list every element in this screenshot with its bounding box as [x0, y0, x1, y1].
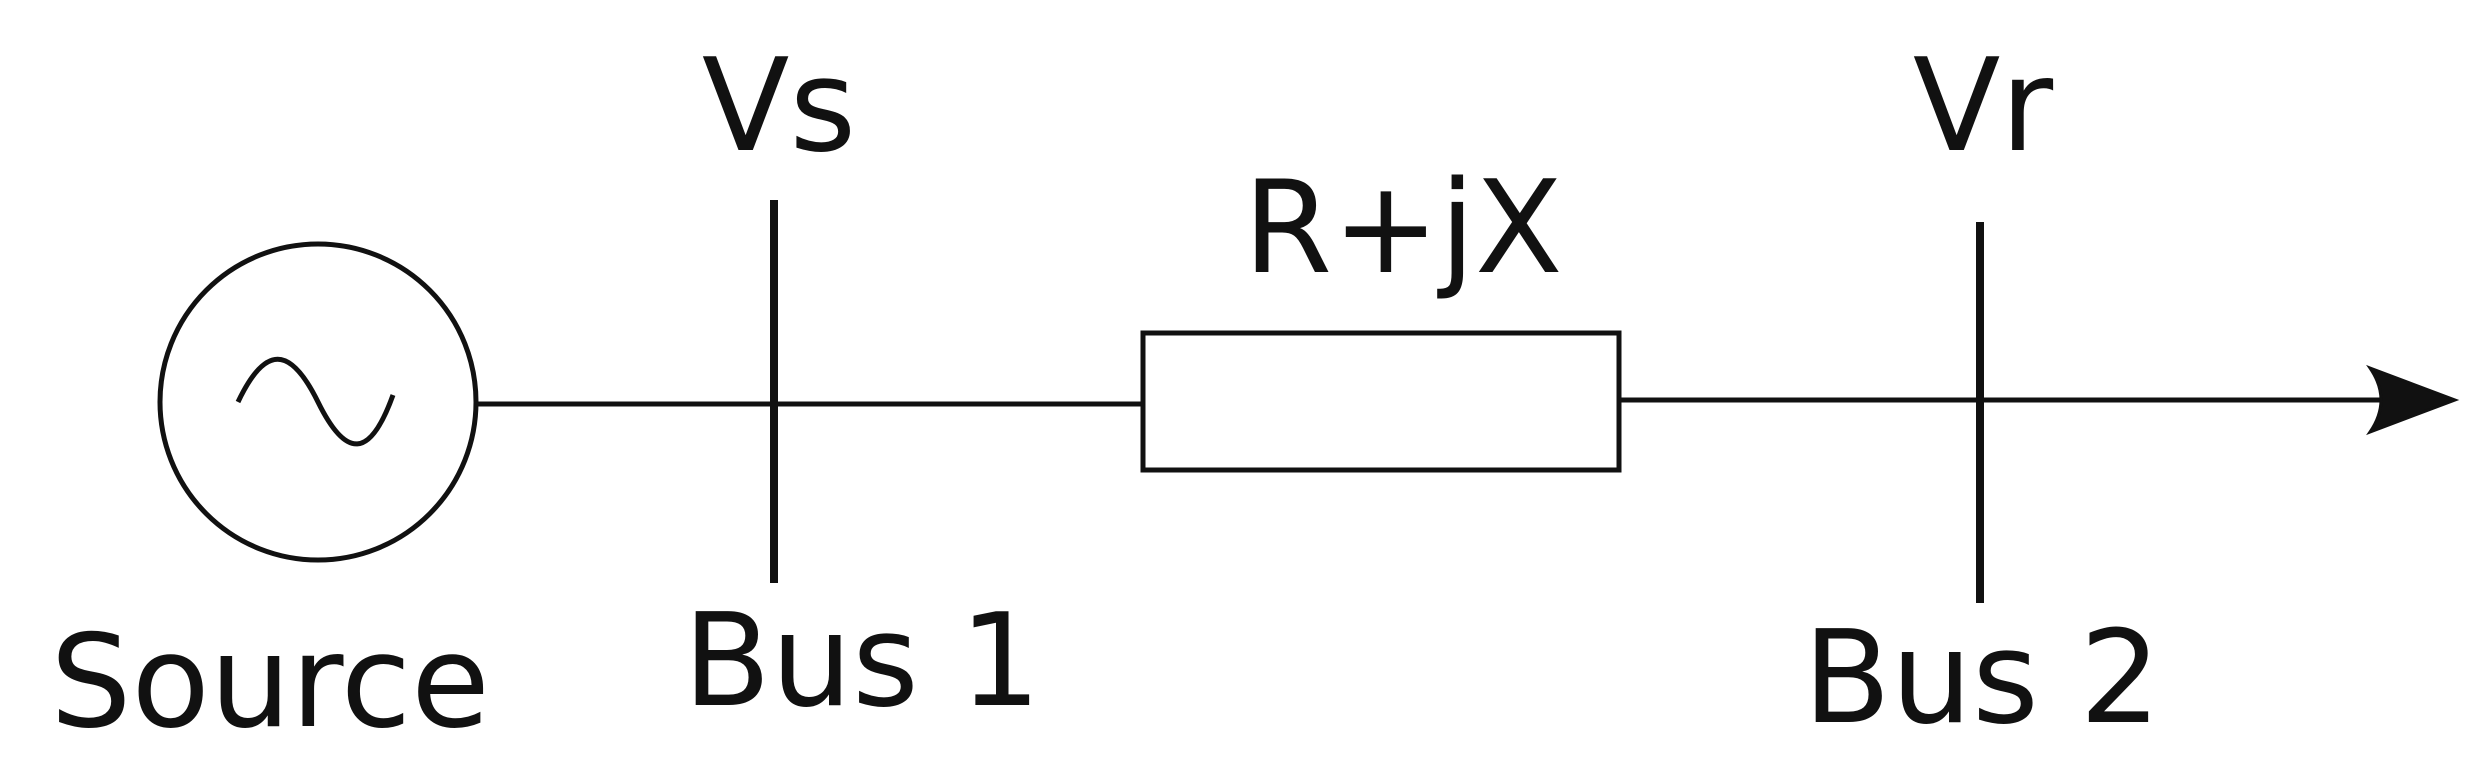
impedance-label: R+jX: [1243, 154, 1562, 303]
receive-voltage-label: Vr: [1913, 32, 2054, 181]
impedance-box: [1140, 330, 1622, 473]
send-voltage-label: Vs: [702, 32, 856, 181]
ac-source: [157, 241, 479, 563]
bus2-label: Bus 2: [1803, 604, 2161, 753]
arrow-right-icon: [2366, 364, 2460, 436]
ac-sine-wave-icon: [235, 357, 396, 447]
source-label: Source: [50, 608, 490, 757]
bus1-label: Bus 1: [683, 587, 1041, 736]
